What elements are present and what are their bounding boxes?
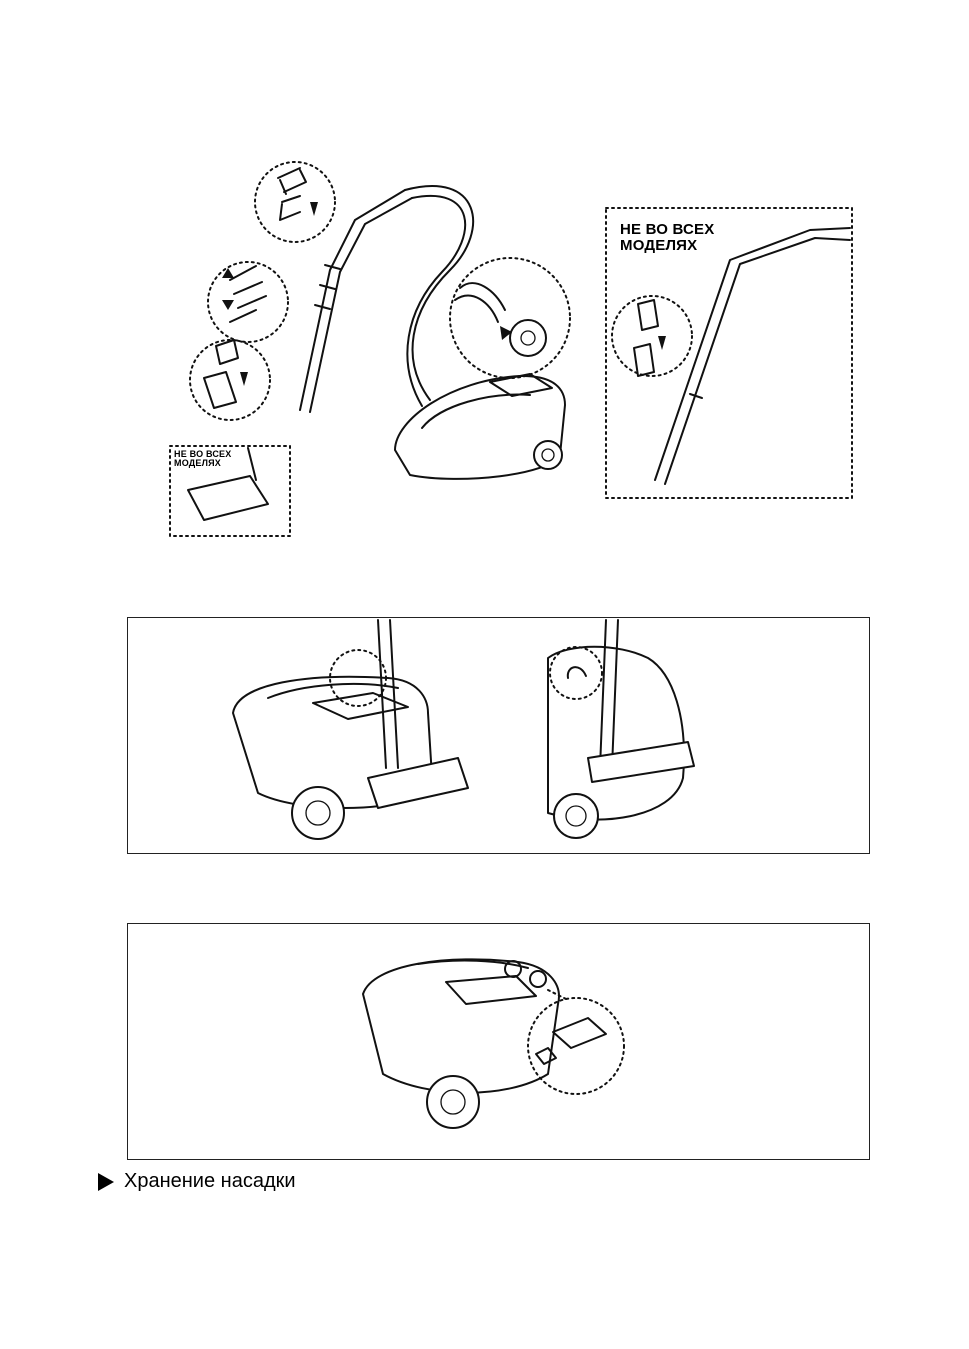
section-caption: Хранение насадки <box>98 1170 296 1193</box>
parking-illustration <box>128 618 871 855</box>
note-nozzle-not-all-models: НЕ ВО ВСЕХ МОДЕЛЯХ <box>174 450 254 469</box>
vacuum-assembly-illustration <box>160 150 880 550</box>
assembly-figure: НЕ ВО ВСЕХ МОДЕЛЯХ НЕ ВО ВСЕХ МОДЕЛЯХ <box>160 150 880 550</box>
parking-figure-frame <box>127 617 870 854</box>
note-tube-not-all-models: НЕ ВО ВСЕХ МОДЕЛЯХ <box>620 222 740 254</box>
storage-figure-frame <box>127 923 870 1160</box>
caption-text: Хранение насадки <box>124 1170 296 1193</box>
triangle-right-icon <box>98 1173 114 1191</box>
storage-illustration <box>128 924 871 1161</box>
